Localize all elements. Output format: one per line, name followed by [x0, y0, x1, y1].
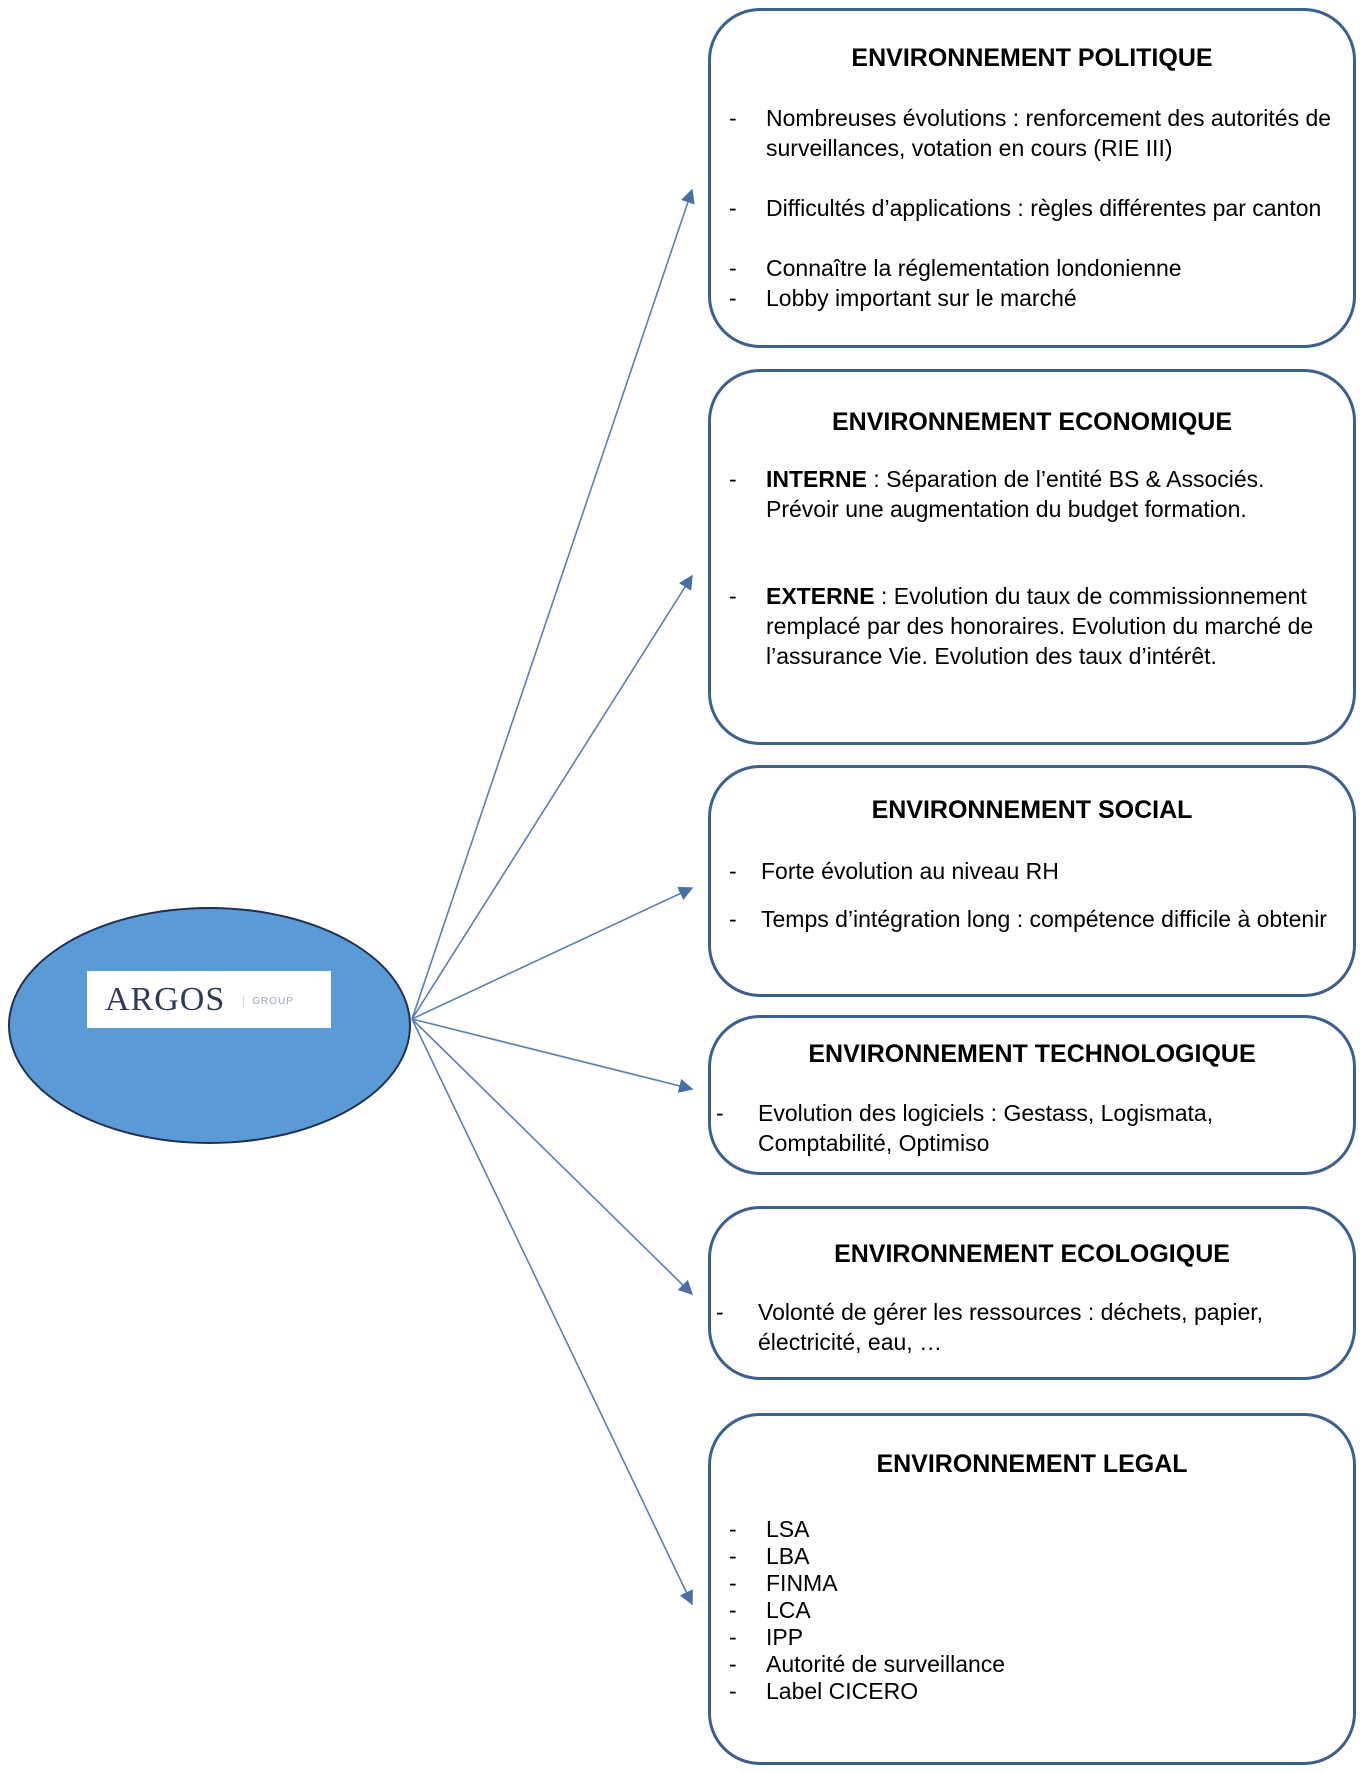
economique-item-externe: EXTERNE : Evolution du taux de commissio… [766, 581, 1333, 671]
legal-item-4: LCA [766, 1597, 811, 1623]
politique-item-2: Difficultés d’applications : règles diff… [766, 195, 1322, 221]
bullet-dash: - [729, 1570, 737, 1596]
arrow-to-social [411, 886, 694, 1020]
box-economique: ENVIRONNEMENT ECONOMIQUE - INTERNE : Sép… [708, 369, 1356, 745]
box-ecologique: ENVIRONNEMENT ECOLOGIQUE - Volonté de gé… [708, 1206, 1356, 1380]
argos-logo: ARGOS GROUP [87, 971, 331, 1028]
economique-text-externe: : Evolution du taux de commissionnement … [766, 583, 1314, 669]
box-politique: ENVIRONNEMENT POLITIQUE - Nombreuses évo… [708, 8, 1356, 348]
box-technologique: ENVIRONNEMENT TECHNOLOGIQUE - Evolution … [708, 1015, 1356, 1175]
arrow-to-economique [411, 574, 693, 1020]
legal-item-7: Label CICERO [766, 1678, 919, 1704]
arrow-to-technologique [411, 1018, 694, 1093]
bullet-dash: - [729, 1543, 737, 1569]
box-title-technologique: ENVIRONNEMENT TECHNOLOGIQUE [808, 1040, 1256, 1068]
bullet-dash: - [729, 466, 737, 492]
bullet-dash: - [716, 1100, 724, 1126]
box-title-legal: ENVIRONNEMENT LEGAL [876, 1450, 1188, 1478]
argos-logo-subtext: GROUP [243, 996, 294, 1007]
bullet-dash: - [729, 583, 737, 609]
legal-item-6: Autorité de surveillance [766, 1651, 1006, 1677]
argos-hub-ellipse [8, 907, 411, 1144]
politique-item-4: Lobby important sur le marché [766, 285, 1077, 311]
bullet-dash: - [729, 1678, 737, 1704]
arrow-to-ecologique [411, 1018, 694, 1296]
legal-item-2: LBA [766, 1543, 810, 1569]
economique-item-interne: INTERNE : Séparation de l’entité BS & As… [766, 464, 1333, 524]
technologique-item-1: Evolution des logiciels : Gestass, Logis… [758, 1100, 1214, 1156]
bullet-dash: - [729, 255, 737, 281]
box-legal: ENVIRONNEMENT LEGAL - LSA - LBA - FINMA … [708, 1413, 1356, 1765]
arrow-to-legal [411, 1018, 693, 1606]
bullet-dash: - [729, 1651, 737, 1677]
economique-keyword-externe: EXTERNE [766, 583, 875, 609]
bullet-dash: - [729, 1597, 737, 1623]
legal-item-5: IPP [766, 1624, 804, 1650]
bullet-dash: - [729, 195, 737, 221]
bullet-dash: - [729, 1624, 737, 1650]
box-social: ENVIRONNEMENT SOCIAL - Forte évolution a… [708, 765, 1356, 997]
bullet-dash: - [729, 858, 737, 884]
bullet-dash: - [729, 906, 737, 932]
box-title-social: ENVIRONNEMENT SOCIAL [871, 796, 1193, 824]
box-title-politique: ENVIRONNEMENT POLITIQUE [851, 44, 1213, 72]
economique-keyword-interne: INTERNE [766, 466, 867, 492]
legal-item-1: LSA [766, 1516, 810, 1542]
bullet-dash: - [729, 105, 737, 131]
bullet-dash: - [716, 1299, 724, 1325]
social-item-1: Forte évolution au niveau RH [761, 858, 1059, 884]
economique-text-interne: : Séparation de l’entité BS & Associés. … [766, 466, 1265, 522]
legal-item-3: FINMA [766, 1570, 838, 1596]
argos-logo-text: ARGOS [105, 980, 226, 1018]
arrow-to-politique [411, 188, 695, 1020]
politique-item-1: Nombreuses évolutions : renforcement des… [766, 105, 1332, 161]
ecologique-item-1: Volonté de gérer les ressources : déchet… [758, 1299, 1264, 1355]
bullet-dash: - [729, 1516, 737, 1542]
bullet-dash: - [729, 285, 737, 311]
box-title-economique: ENVIRONNEMENT ECONOMIQUE [831, 408, 1233, 436]
box-title-ecologique: ENVIRONNEMENT ECOLOGIQUE [834, 1240, 1230, 1268]
social-item-2: Temps d’intégration long : compétence di… [761, 906, 1327, 932]
politique-item-3: Connaître la réglementation londonienne [766, 255, 1182, 281]
